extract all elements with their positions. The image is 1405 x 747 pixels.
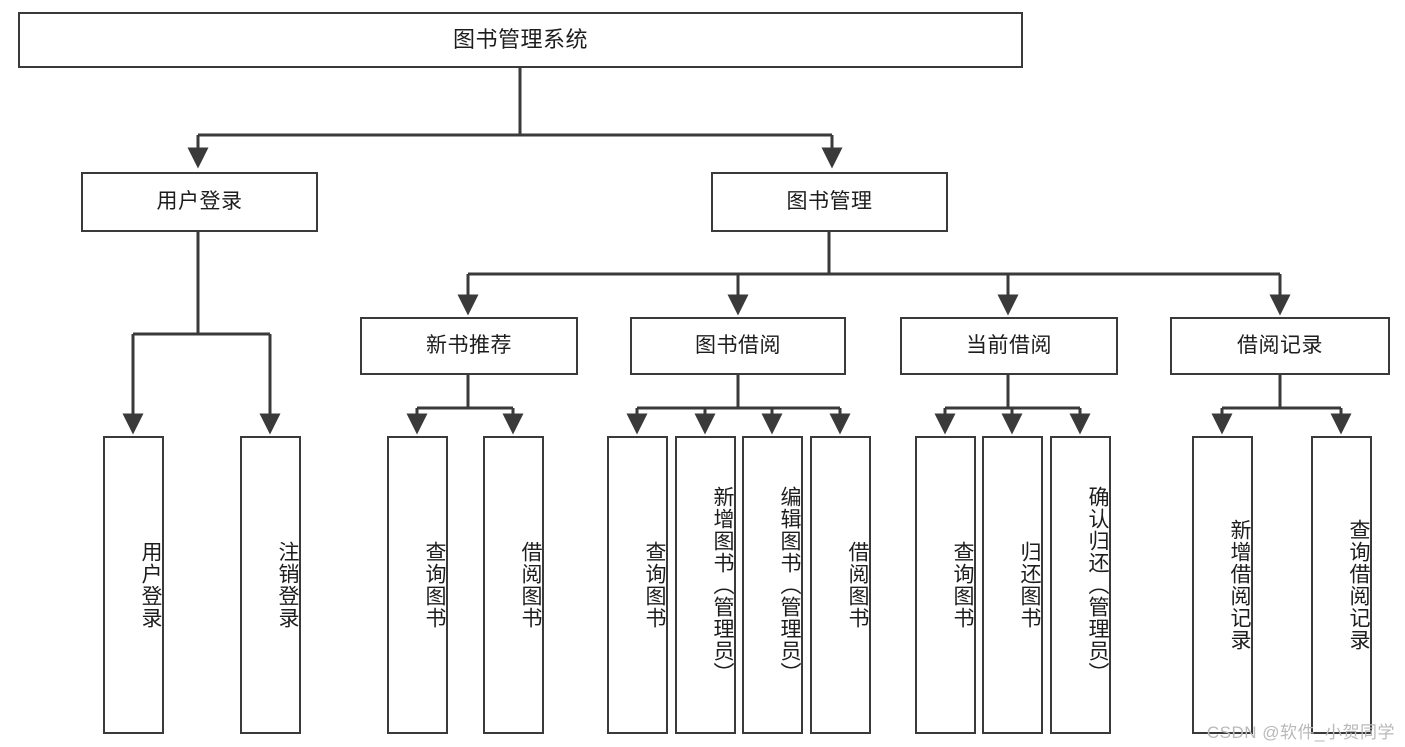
node-leaf-add-record[interactable]: 新增借阅记录 — [1192, 436, 1253, 734]
node-book-borrow-label: 图书借阅 — [695, 334, 781, 358]
node-root[interactable]: 图书管理系统 — [18, 12, 1023, 68]
node-leaf-query-book-2-label: 查询图书 — [643, 541, 666, 629]
node-leaf-edit-book-label: 编辑图书（管理员） — [778, 486, 801, 684]
node-current-borrow-label: 当前借阅 — [966, 334, 1052, 358]
node-leaf-query-book-3[interactable]: 查询图书 — [915, 436, 976, 734]
node-leaf-confirm-return[interactable]: 确认归还（管理员） — [1050, 436, 1111, 734]
node-new-book-recommend[interactable]: 新书推荐 — [360, 317, 578, 375]
node-leaf-query-book-1[interactable]: 查询图书 — [387, 436, 448, 734]
node-leaf-borrow-book-1-label: 借阅图书 — [519, 541, 542, 629]
node-leaf-return-book-label: 归还图书 — [1018, 541, 1041, 629]
node-leaf-query-record-label: 查询借阅记录 — [1347, 519, 1370, 651]
node-leaf-user-logout[interactable]: 注销登录 — [240, 436, 301, 734]
node-leaf-user-logout-label: 注销登录 — [276, 541, 299, 629]
node-leaf-add-book[interactable]: 新增图书（管理员） — [675, 436, 736, 734]
node-book-borrow[interactable]: 图书借阅 — [630, 317, 846, 375]
node-leaf-add-record-label: 新增借阅记录 — [1228, 519, 1251, 651]
node-borrow-record-label: 借阅记录 — [1237, 334, 1323, 358]
node-leaf-borrow-book-1[interactable]: 借阅图书 — [483, 436, 544, 734]
node-leaf-confirm-return-label: 确认归还（管理员） — [1086, 486, 1109, 684]
node-leaf-borrow-book-2-label: 借阅图书 — [846, 541, 869, 629]
node-leaf-user-login-label: 用户登录 — [139, 541, 162, 629]
node-root-label: 图书管理系统 — [452, 26, 588, 52]
node-new-book-recommend-label: 新书推荐 — [426, 334, 512, 358]
node-current-borrow[interactable]: 当前借阅 — [900, 317, 1118, 375]
node-borrow-record[interactable]: 借阅记录 — [1170, 317, 1390, 375]
node-leaf-borrow-book-2[interactable]: 借阅图书 — [810, 436, 871, 734]
node-user-login[interactable]: 用户登录 — [81, 172, 318, 232]
node-leaf-edit-book[interactable]: 编辑图书（管理员） — [742, 436, 803, 734]
node-leaf-query-book-1-label: 查询图书 — [423, 541, 446, 629]
node-book-management[interactable]: 图书管理 — [711, 172, 948, 232]
node-leaf-return-book[interactable]: 归还图书 — [982, 436, 1043, 734]
node-leaf-add-book-label: 新增图书（管理员） — [711, 486, 734, 684]
node-leaf-user-login[interactable]: 用户登录 — [103, 436, 164, 734]
watermark: CSDN @软件_小贺同学 — [1206, 723, 1395, 742]
node-book-management-label: 图书管理 — [786, 190, 873, 214]
node-leaf-query-book-3-label: 查询图书 — [951, 541, 974, 629]
node-leaf-query-book-2[interactable]: 查询图书 — [607, 436, 668, 734]
node-leaf-query-record[interactable]: 查询借阅记录 — [1311, 436, 1372, 734]
node-user-login-label: 用户登录 — [156, 190, 243, 214]
